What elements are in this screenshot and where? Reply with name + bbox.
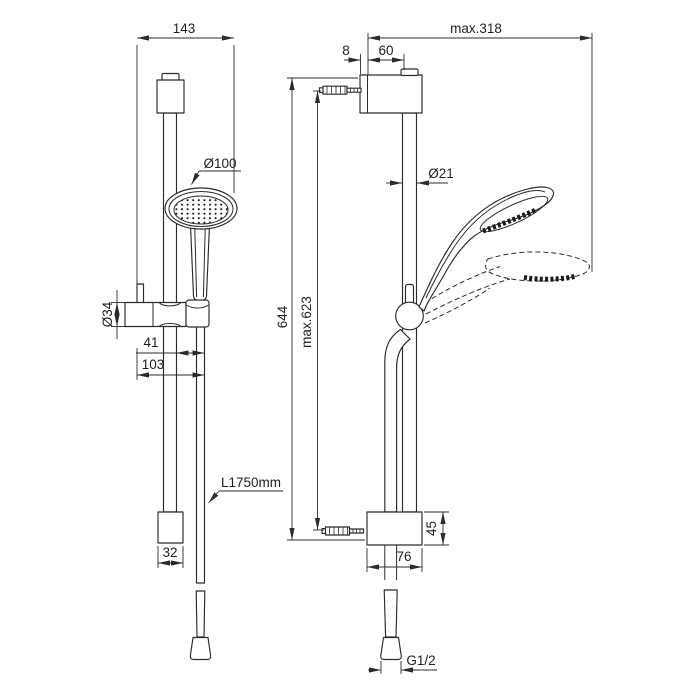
head-diameter-dim-label: Ø100	[203, 156, 236, 171]
holder-pin-front	[136, 283, 145, 305]
wall-anchor-screw-top	[318, 85, 362, 95]
rail-end-cap-front	[157, 511, 184, 544]
max-fixing-distance-dim-label: max.623	[299, 296, 314, 348]
side-view: max.318 8 60 Ø21 644 max.623	[275, 21, 593, 674]
front-dimensions: 143 Ø100 Ø34 41 103 L1750mm	[100, 21, 283, 568]
front-view: 143 Ø100 Ø34 41 103 L1750mm	[100, 21, 283, 661]
hose-nut-front	[189, 636, 212, 661]
shower-handle-front	[189, 224, 211, 302]
side-dimensions: max.318 8 60 Ø21 644 max.623	[275, 21, 593, 674]
end-cap-dim-label: 32	[162, 545, 177, 560]
rail-top-cap-side	[400, 68, 419, 77]
bracket-depth-dim-label: 76	[396, 549, 411, 564]
spray-face	[173, 195, 229, 225]
front-objects	[124, 72, 238, 661]
hose-lower-front	[195, 590, 206, 638]
side-objects	[318, 68, 590, 661]
rail-to-hose-dim-label: 41	[143, 335, 158, 350]
hand-shower-dashed-position	[424, 251, 590, 324]
holder-diameter-dim-label: Ø34	[100, 301, 115, 327]
hand-shower-head-front	[164, 187, 238, 230]
bracket-to-rail-dim-label: 60	[378, 43, 393, 58]
rail-width-dim-label: 143	[173, 21, 196, 36]
wall-anchor-screw-bottom	[321, 526, 365, 536]
wall-bracket-top-front	[156, 79, 185, 114]
bracket-height-dim-label: 45	[424, 521, 439, 536]
shower-hose-front	[195, 324, 206, 584]
hose-length-label: L1750mm	[221, 475, 281, 490]
hand-shower-solid-side	[418, 186, 555, 312]
holder-knob-side	[395, 301, 424, 331]
wall-bracket-top-side	[359, 74, 423, 114]
max-reach-dim-label: max.318	[450, 21, 502, 36]
wall-clearance-dim-label: 8	[342, 43, 350, 58]
hose-lower-side	[380, 545, 402, 661]
holder-lever-side	[404, 283, 415, 306]
hose-nut-side	[380, 636, 402, 661]
rail-length-dim-label: 644	[275, 305, 290, 328]
hose-thread-label: G1/2	[406, 653, 435, 668]
rail-holder-front	[124, 299, 210, 328]
shower-hose-side	[384, 328, 411, 513]
rail-diameter-dim-label: Ø21	[428, 166, 454, 181]
wall-to-hose-dim-label: 103	[142, 357, 165, 372]
wall-bracket-bottom-side	[366, 511, 423, 546]
